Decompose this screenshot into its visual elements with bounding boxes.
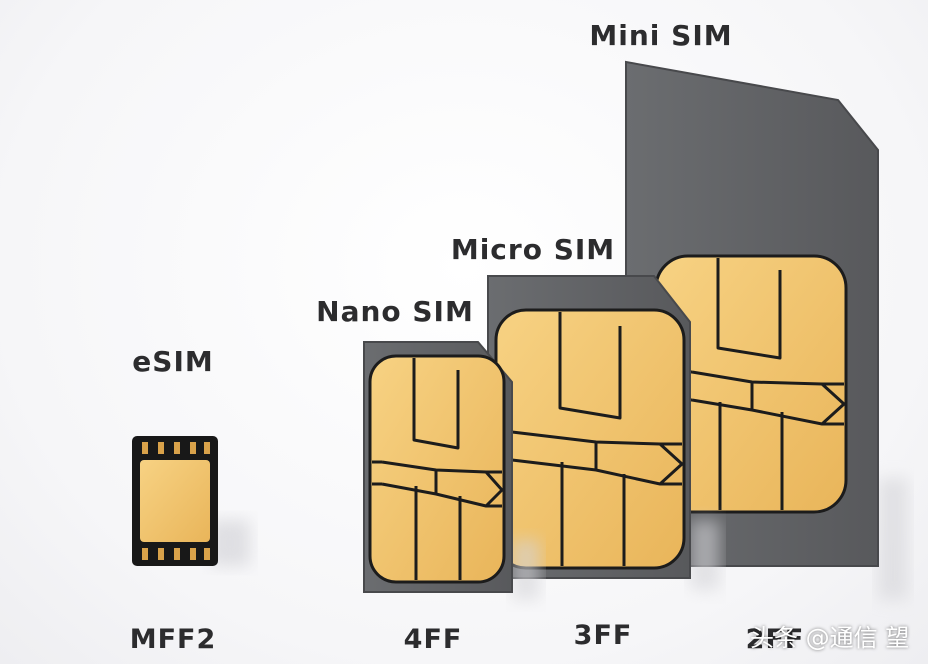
esim-chip-package (132, 436, 250, 566)
micro-sim-label: Micro SIM (450, 233, 616, 266)
3ff-code-label: 3FF (573, 620, 633, 651)
mff2-code-label: MFF2 (129, 624, 217, 655)
4ff-code-label: 4FF (403, 624, 463, 655)
mini-sim-label: Mini SIM (589, 19, 733, 52)
nano-sim-label: Nano SIM (316, 295, 474, 328)
esim-label: eSIM (132, 345, 214, 378)
micro-sim-chip (494, 308, 686, 570)
nano-sim-chip (368, 354, 506, 584)
watermark-text: 头条 @通信 望 (750, 624, 910, 652)
2ff-code-label: 2FF (745, 624, 805, 655)
